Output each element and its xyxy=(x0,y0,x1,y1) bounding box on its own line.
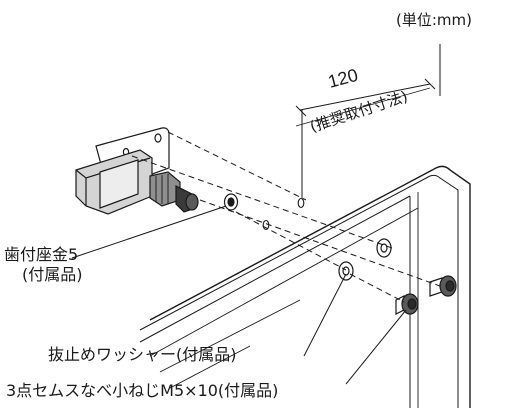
assembly-axes xyxy=(131,131,441,303)
lock-washer-label: 抜止めワッシャー(付属品) xyxy=(48,345,237,364)
panel-hole-upper xyxy=(297,197,305,209)
dimension-value: 120 xyxy=(326,65,360,92)
screw-label: 3点セムスなべ小ねじM5×10(付属品) xyxy=(6,381,279,400)
mounting-panel xyxy=(139,165,471,408)
toothed-washer-label: 歯付座金5 xyxy=(4,245,79,264)
leader-lines xyxy=(71,205,407,385)
toothed-washer xyxy=(223,193,239,211)
unit-label: (単位:mm) xyxy=(396,11,472,29)
dimension-note: (推奨取付寸法) xyxy=(308,87,410,136)
screw-lower xyxy=(395,293,419,315)
toothed-washer-label-note: (付属品) xyxy=(22,265,83,284)
switch-unit xyxy=(75,127,199,215)
lock-washer-lower xyxy=(338,261,354,281)
lock-washer-upper xyxy=(376,238,392,258)
screw-upper xyxy=(429,275,457,297)
dimension-lines xyxy=(295,44,441,198)
